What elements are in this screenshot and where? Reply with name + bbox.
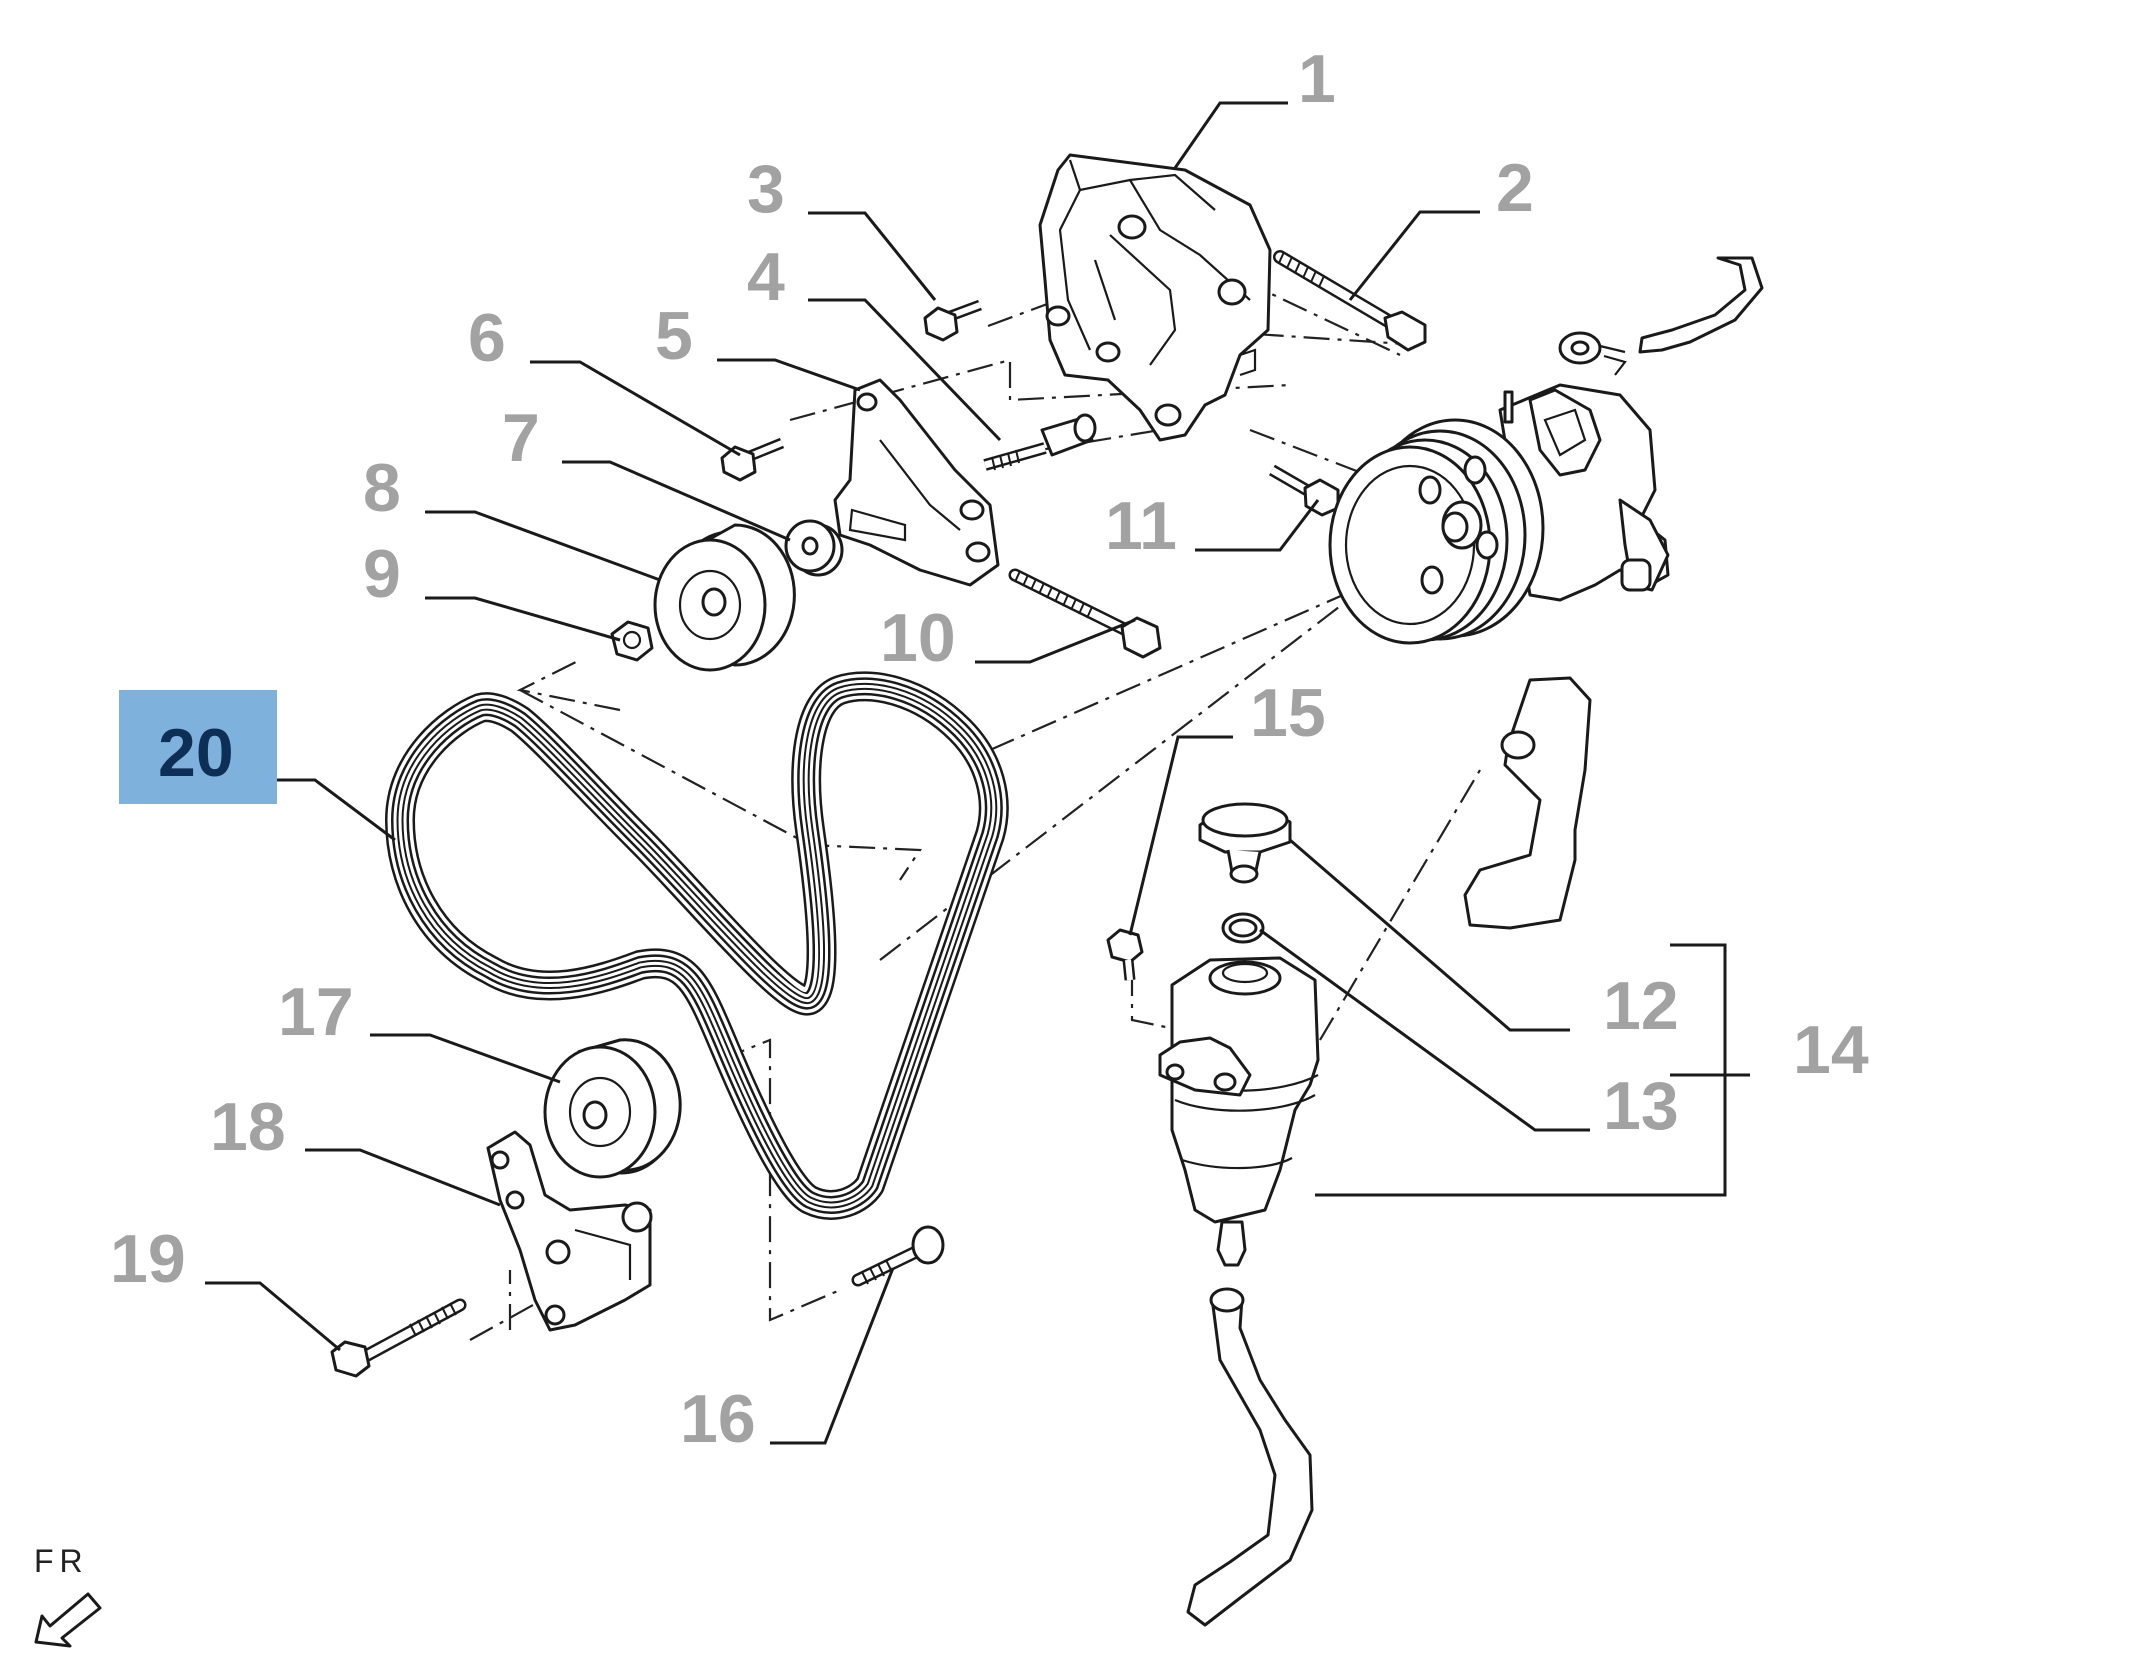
callout-6[interactable]: 6 [468,300,506,376]
bolt-11[interactable] [1268,464,1340,517]
o-ring[interactable] [1221,912,1265,944]
tensioner-support[interactable] [486,1130,653,1332]
callout-17[interactable]: 17 [278,974,354,1050]
callout-18[interactable]: 18 [210,1089,286,1165]
leader-lines [205,101,1750,1445]
callout-13[interactable]: 13 [1603,1068,1679,1144]
bolt-16[interactable] [851,1225,945,1287]
selected-callout-highlight [119,690,277,804]
callout-5[interactable]: 5 [655,298,693,374]
bolt-10[interactable] [1008,568,1162,659]
pump-bracket[interactable] [1038,153,1272,442]
poly-v-belt[interactable] [385,671,1009,1220]
assembly-lines [469,246,1481,1341]
callout-15[interactable]: 15 [1250,675,1326,751]
reservoir-cap[interactable] [1198,802,1292,884]
callout-12[interactable]: 12 [1603,968,1679,1044]
callout-14[interactable]: 14 [1793,1012,1869,1088]
callout-16[interactable]: 16 [680,1381,756,1457]
steering-pump[interactable] [1328,383,1670,645]
bolt-15[interactable] [1106,928,1144,981]
callout-11[interactable]: 11 [1105,488,1177,564]
callout-2[interactable]: 2 [1496,150,1534,226]
callout-7[interactable]: 7 [502,400,540,476]
pressure-pipe[interactable] [1558,256,1764,376]
callout-3[interactable]: 3 [747,151,785,227]
return-hose-upper[interactable] [1463,676,1592,930]
callout-20[interactable]: 20 [158,715,234,791]
idler-pulley-17[interactable] [543,1038,682,1179]
tensioner-bracket[interactable] [833,378,1000,587]
callout-19[interactable]: 19 [110,1221,186,1297]
idler-pulley-8[interactable] [653,523,796,672]
reservoir-body[interactable] [1158,956,1320,1267]
spacer-7[interactable] [784,519,844,577]
bolt-3[interactable] [923,299,982,342]
front-direction-label: FR [34,1543,89,1579]
callout-8[interactable]: 8 [363,450,401,526]
callout-4[interactable]: 4 [747,239,785,315]
front-arrow-icon [34,1592,102,1648]
nut-9[interactable] [610,620,654,662]
callout-1[interactable]: 1 [1298,41,1336,117]
callout-10[interactable]: 10 [880,600,956,676]
callout-9[interactable]: 9 [363,536,401,612]
bolt-4[interactable] [983,413,1097,471]
bolt-19[interactable] [330,1298,467,1378]
bolt-6[interactable] [720,437,785,482]
bolt-2[interactable] [1273,250,1427,352]
return-hose-lower[interactable] [1186,1287,1314,1627]
